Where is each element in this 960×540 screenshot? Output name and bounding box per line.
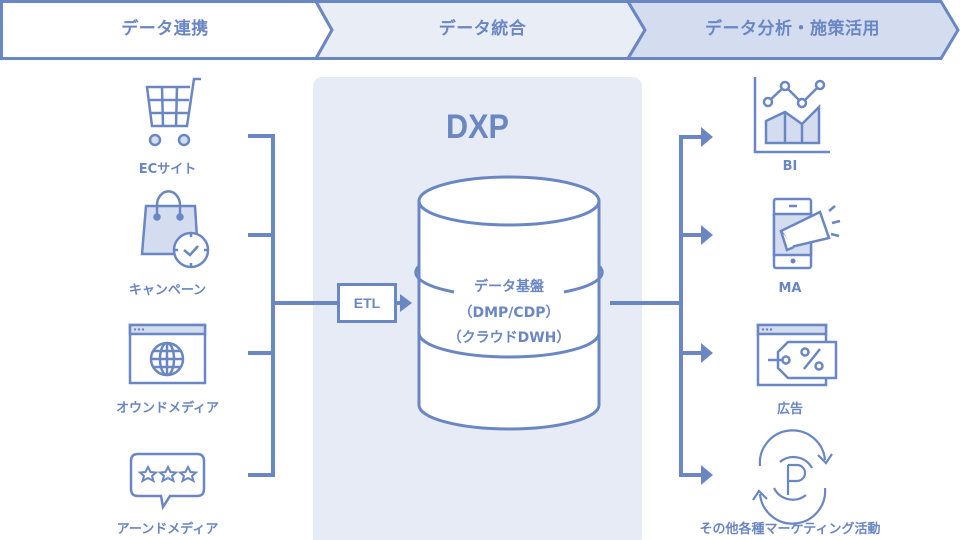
arrow-head-etl bbox=[400, 294, 412, 312]
arrow-head-ad bbox=[701, 343, 713, 363]
step-data-linkage: データ連携 bbox=[121, 19, 209, 39]
source-label-earned-media: アーンドメディア bbox=[116, 522, 219, 537]
step-3-shape bbox=[625, 0, 960, 60]
shopping-bag-clock-icon bbox=[140, 190, 210, 269]
arrow-head-ma bbox=[701, 225, 713, 245]
dxp-title: DXP bbox=[446, 108, 509, 146]
source-label-ec-site: ECサイト bbox=[138, 162, 197, 177]
shopping-cart-icon bbox=[145, 77, 201, 147]
step-data-integration: データ統合 bbox=[438, 19, 527, 39]
output-label-bi: BI bbox=[782, 159, 798, 174]
step-data-analysis-utilization: データ分析・施策活用 bbox=[705, 19, 880, 39]
database-cylinder bbox=[414, 175, 604, 431]
database-label: データ基盤 bbox=[474, 279, 544, 295]
output-label-ma: MA bbox=[778, 281, 802, 296]
process-header bbox=[0, 0, 960, 60]
source-label-owned-media: オウンドメディア bbox=[115, 401, 220, 416]
output-label-other-marketing: その他各種マーケティング活動 bbox=[699, 522, 881, 537]
browser-price-tag-icon bbox=[756, 323, 838, 387]
speech-bubble-stars-icon bbox=[129, 452, 206, 511]
browser-globe-icon bbox=[128, 323, 207, 385]
arrow-head-other bbox=[701, 465, 713, 485]
point-cycle-icon bbox=[752, 429, 833, 525]
arrow-head-bi bbox=[701, 127, 713, 147]
database-type-label: （DMP/CDP） bbox=[458, 305, 560, 321]
database-cloud-label: （クラウドDWH） bbox=[447, 330, 571, 346]
source-label-campaign: キャンペーン bbox=[128, 283, 207, 298]
smartphone-megaphone-icon bbox=[772, 197, 841, 270]
etl-box: ETL bbox=[337, 283, 397, 323]
output-label-advertising: 広告 bbox=[776, 402, 803, 417]
bar-line-chart-icon bbox=[753, 77, 830, 154]
